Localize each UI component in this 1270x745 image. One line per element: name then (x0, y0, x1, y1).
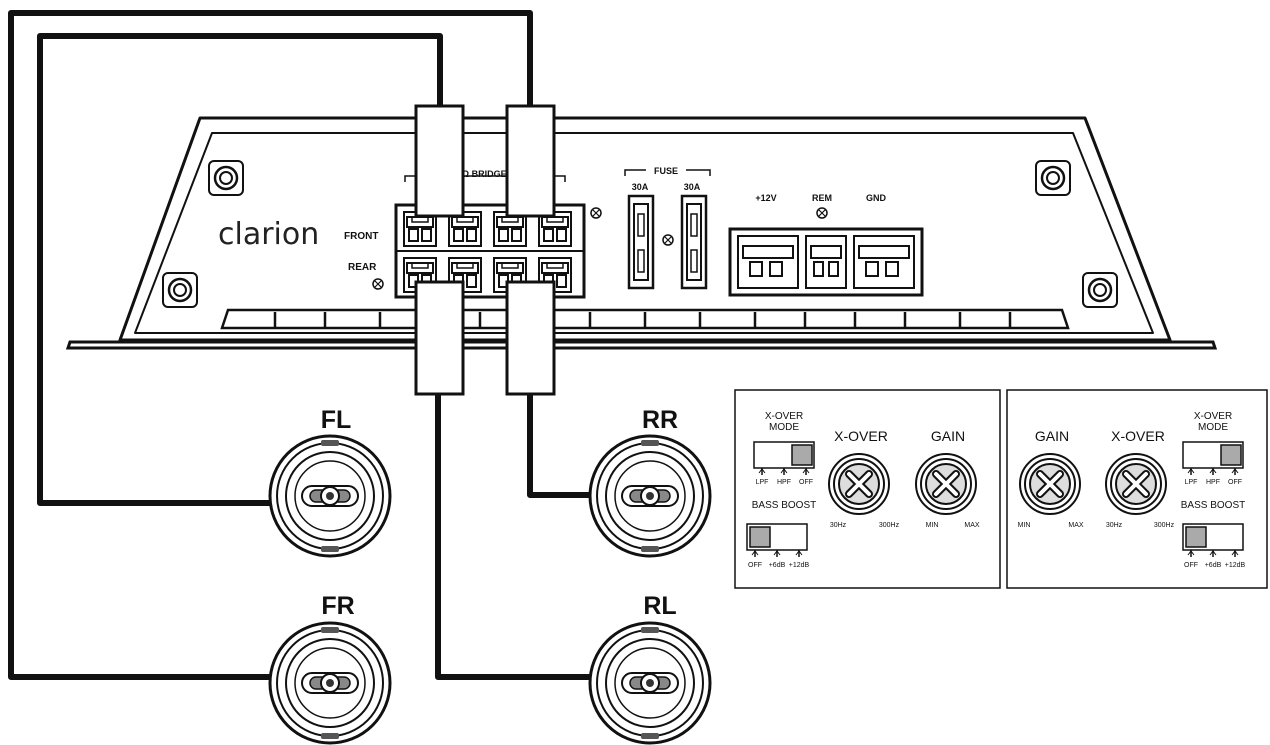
mode-option-lpf: LPF (1185, 479, 1198, 486)
xover-knob-icon[interactable] (1106, 454, 1166, 514)
amp-brand-logo: clarion (218, 217, 319, 252)
xover-knob-label: X-OVER (1111, 428, 1165, 444)
xover-mode-label-2: MODE (769, 422, 799, 433)
boost-option-off: OFF (1184, 562, 1198, 569)
power-terminal-block (728, 227, 924, 297)
gain-min-label: MIN (926, 522, 939, 529)
wire-connectors (414, 104, 556, 396)
fuse-left-rating: 30A (632, 182, 649, 192)
power-rem-label: REM (812, 193, 832, 203)
speaker-rl: RL (588, 592, 712, 745)
mount-bolt-icon (207, 159, 245, 197)
xover-mode-label-1: X-OVER (765, 411, 803, 422)
gain-max-label: MAX (964, 522, 980, 529)
speaker-rr: RR (588, 406, 712, 558)
screw-icon (372, 278, 384, 290)
bass-boost-label: BASS BOOST (1181, 500, 1245, 511)
xover-mode-switch[interactable] (1182, 441, 1244, 476)
speaker-rr-label: RR (642, 406, 678, 434)
boost-option-off: OFF (748, 562, 762, 569)
fuse-label: FUSE (654, 166, 678, 176)
gain-min-label: MIN (1018, 522, 1031, 529)
wire-fl (37, 33, 443, 506)
gain-knob-icon[interactable] (916, 454, 976, 514)
bridged-label: 4Ω BRIDGED (457, 169, 514, 179)
wire-rl (435, 395, 598, 680)
amplifier: clarion FRONT REAR 4Ω BRIDGED L R FUSE (65, 116, 1218, 350)
boost-option-6db: +6dB (769, 562, 786, 569)
speaker-icon (588, 434, 712, 558)
gain-max-label: MAX (1068, 522, 1084, 529)
bass-boost-switch[interactable] (746, 523, 808, 558)
control-panel-left: X-OVER MODE LPF HPF OFF BASS BOOST OFF +… (734, 389, 1001, 589)
mode-option-off: OFF (799, 479, 813, 486)
xover-min-label: 30Hz (830, 522, 847, 529)
screw-icon (816, 207, 828, 219)
bass-boost-label: BASS BOOST (752, 500, 816, 511)
speaker-rl-label: RL (643, 592, 676, 620)
speaker-icon (268, 621, 392, 745)
speaker-fr: FR (268, 592, 392, 745)
boost-option-6db: +6dB (1205, 562, 1222, 569)
bass-boost-switch[interactable] (1182, 523, 1244, 558)
boost-option-12db: +12dB (789, 562, 810, 569)
speaker-wires (8, 10, 598, 680)
fuse-right-rating: 30A (684, 182, 701, 192)
gain-knob-label: GAIN (931, 428, 965, 444)
mount-bolt-icon (1034, 159, 1072, 197)
xover-min-label: 30Hz (1106, 522, 1123, 529)
mode-option-lpf: LPF (756, 479, 769, 486)
speaker-fl: FL (268, 406, 392, 558)
mount-bolt-icon (1081, 271, 1119, 309)
speaker-fr-label: FR (321, 592, 354, 620)
amp-heatsink (220, 308, 1070, 330)
speaker-fl-label: FL (321, 406, 352, 434)
xover-max-label: 300Hz (879, 522, 900, 529)
wire-fr (8, 10, 533, 680)
screw-icon (662, 234, 674, 246)
fuse-right-icon (680, 194, 708, 290)
boost-option-12db: +12dB (1225, 562, 1246, 569)
fuse-left-icon (627, 194, 655, 290)
xover-knob-label: X-OVER (834, 428, 888, 444)
mode-option-hpf: HPF (1206, 479, 1220, 486)
control-panel-right: GAIN MIN MAX X-OVER 30Hz 300Hz X-OVER MO… (1006, 389, 1268, 589)
gain-knob-icon[interactable] (1020, 454, 1080, 514)
xover-mode-label-1: X-OVER (1194, 411, 1232, 422)
speaker-icon (588, 621, 712, 745)
xover-knob-icon[interactable] (829, 454, 889, 514)
mode-option-off: OFF (1228, 479, 1242, 486)
mode-option-hpf: HPF (777, 479, 791, 486)
power-12v-label: +12V (755, 193, 776, 203)
xover-mode-switch[interactable] (753, 441, 815, 476)
gain-knob-label: GAIN (1035, 428, 1069, 444)
xover-mode-label-2: MODE (1198, 422, 1228, 433)
screw-icon (590, 207, 602, 219)
xover-max-label: 300Hz (1154, 522, 1175, 529)
speaker-icon (268, 434, 392, 558)
front-label: FRONT (344, 231, 378, 242)
power-gnd-label: GND (866, 193, 887, 203)
mount-bolt-icon (161, 271, 199, 309)
amp-flange (65, 340, 1218, 350)
wire-rr (527, 395, 598, 498)
rear-label: REAR (348, 262, 377, 273)
